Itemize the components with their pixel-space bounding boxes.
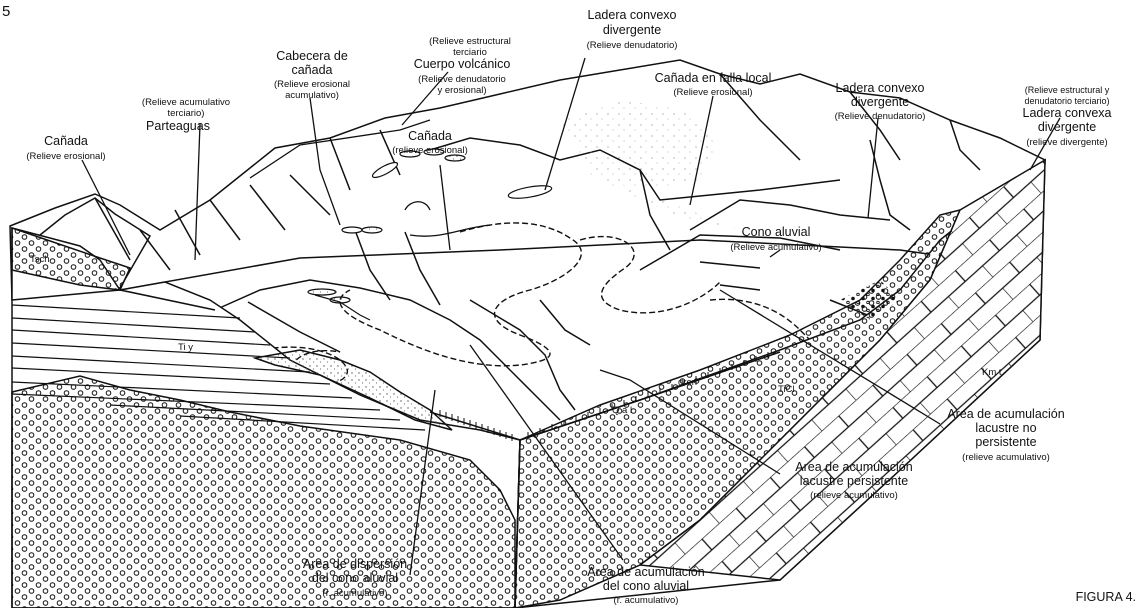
formation-tsch: Tsch xyxy=(30,254,50,265)
formation-kmt: Km t xyxy=(982,367,1002,378)
canada-left-sub: (Relieve erosional) xyxy=(26,151,105,162)
estructural-right-2: denudatorio terciario) xyxy=(1024,96,1109,106)
ladera-top-title-2: divergente xyxy=(603,23,661,37)
canada-mid-title: Cañada xyxy=(408,129,452,143)
formation-tiy: Ti y xyxy=(178,342,193,353)
persist-2: lacustre persistente xyxy=(800,474,908,488)
ladera-convexa-1: Ladera convexa xyxy=(1023,106,1112,120)
no-persist-2: lacustre no xyxy=(975,421,1036,435)
acumulativo-1: (Relieve acumulativo xyxy=(142,97,230,108)
acum-cono-sub: (r. acumulativo) xyxy=(614,595,679,606)
estructural-right-1: (Relieve estructural y xyxy=(1025,85,1110,95)
dispersion-1: Area de dispersión xyxy=(303,557,407,571)
left-cross-section xyxy=(12,228,520,608)
corner-number: 5 xyxy=(2,3,10,20)
cabecera-title-2: cañada xyxy=(291,63,332,77)
formation-ticl: TiCl xyxy=(778,384,795,395)
persist-1: Area de acumulación xyxy=(795,460,912,474)
canada-mid-sub: (relieve erosional) xyxy=(392,145,468,156)
ladera-right-title-1: Ladera convexo xyxy=(836,81,925,95)
ladera-top-title-1: Ladera convexo xyxy=(588,8,677,22)
cabecera-sub-2: acumulativo) xyxy=(285,90,339,101)
no-persist-3: persistente xyxy=(975,435,1036,449)
cono-title: Cono aluvial xyxy=(742,225,811,239)
cabecera-title-1: Cabecera de xyxy=(276,49,348,63)
cuerpo-title: Cuerpo volcánico xyxy=(414,57,511,71)
ladera-top-sub: (Relieve denudatorio) xyxy=(587,40,678,51)
dispersion-sub: (r. acumulativo) xyxy=(323,588,388,599)
figure-label: FIGURA 4. xyxy=(1076,590,1136,604)
acum-cono-2: del cono aluvial xyxy=(603,579,689,593)
parteaguas: Parteaguas xyxy=(146,119,210,133)
estructural-1: (Relieve estructural xyxy=(429,36,511,47)
cuerpo-sub-1: (Relieve denudatorio xyxy=(418,74,506,85)
ladera-right-sub: (Relieve denudatorio) xyxy=(835,111,926,122)
dispersion-2: del cono aluvial xyxy=(312,571,398,585)
acum-cono-1: Area de acumulación xyxy=(587,565,704,579)
ladera-convexa-sub: (relieve divergente) xyxy=(1026,137,1107,148)
dren-label: dren xyxy=(678,377,697,388)
falla-title: Cañada en falla local xyxy=(655,71,772,85)
no-persist-sub: (relieve acumulativo) xyxy=(962,452,1050,463)
cuerpo-sub-2: y erosional) xyxy=(437,85,486,96)
acumulativo-2: terciario) xyxy=(168,108,205,119)
canada-left-title: Cañada xyxy=(44,134,88,148)
no-persist-1: Area de acumulación xyxy=(947,407,1064,421)
persist-sub: (relieve acumulativo) xyxy=(810,490,898,501)
ladera-right-title-2: divergente xyxy=(851,95,909,109)
cono-sub: (Relieve acumulativo) xyxy=(730,242,821,253)
formation-qal: Q a l xyxy=(612,405,632,416)
ladera-convexa-2: divergente xyxy=(1038,120,1096,134)
cabecera-sub-1: (Relieve erosional xyxy=(274,79,350,90)
falla-sub: (Relieve erosional) xyxy=(673,87,752,98)
